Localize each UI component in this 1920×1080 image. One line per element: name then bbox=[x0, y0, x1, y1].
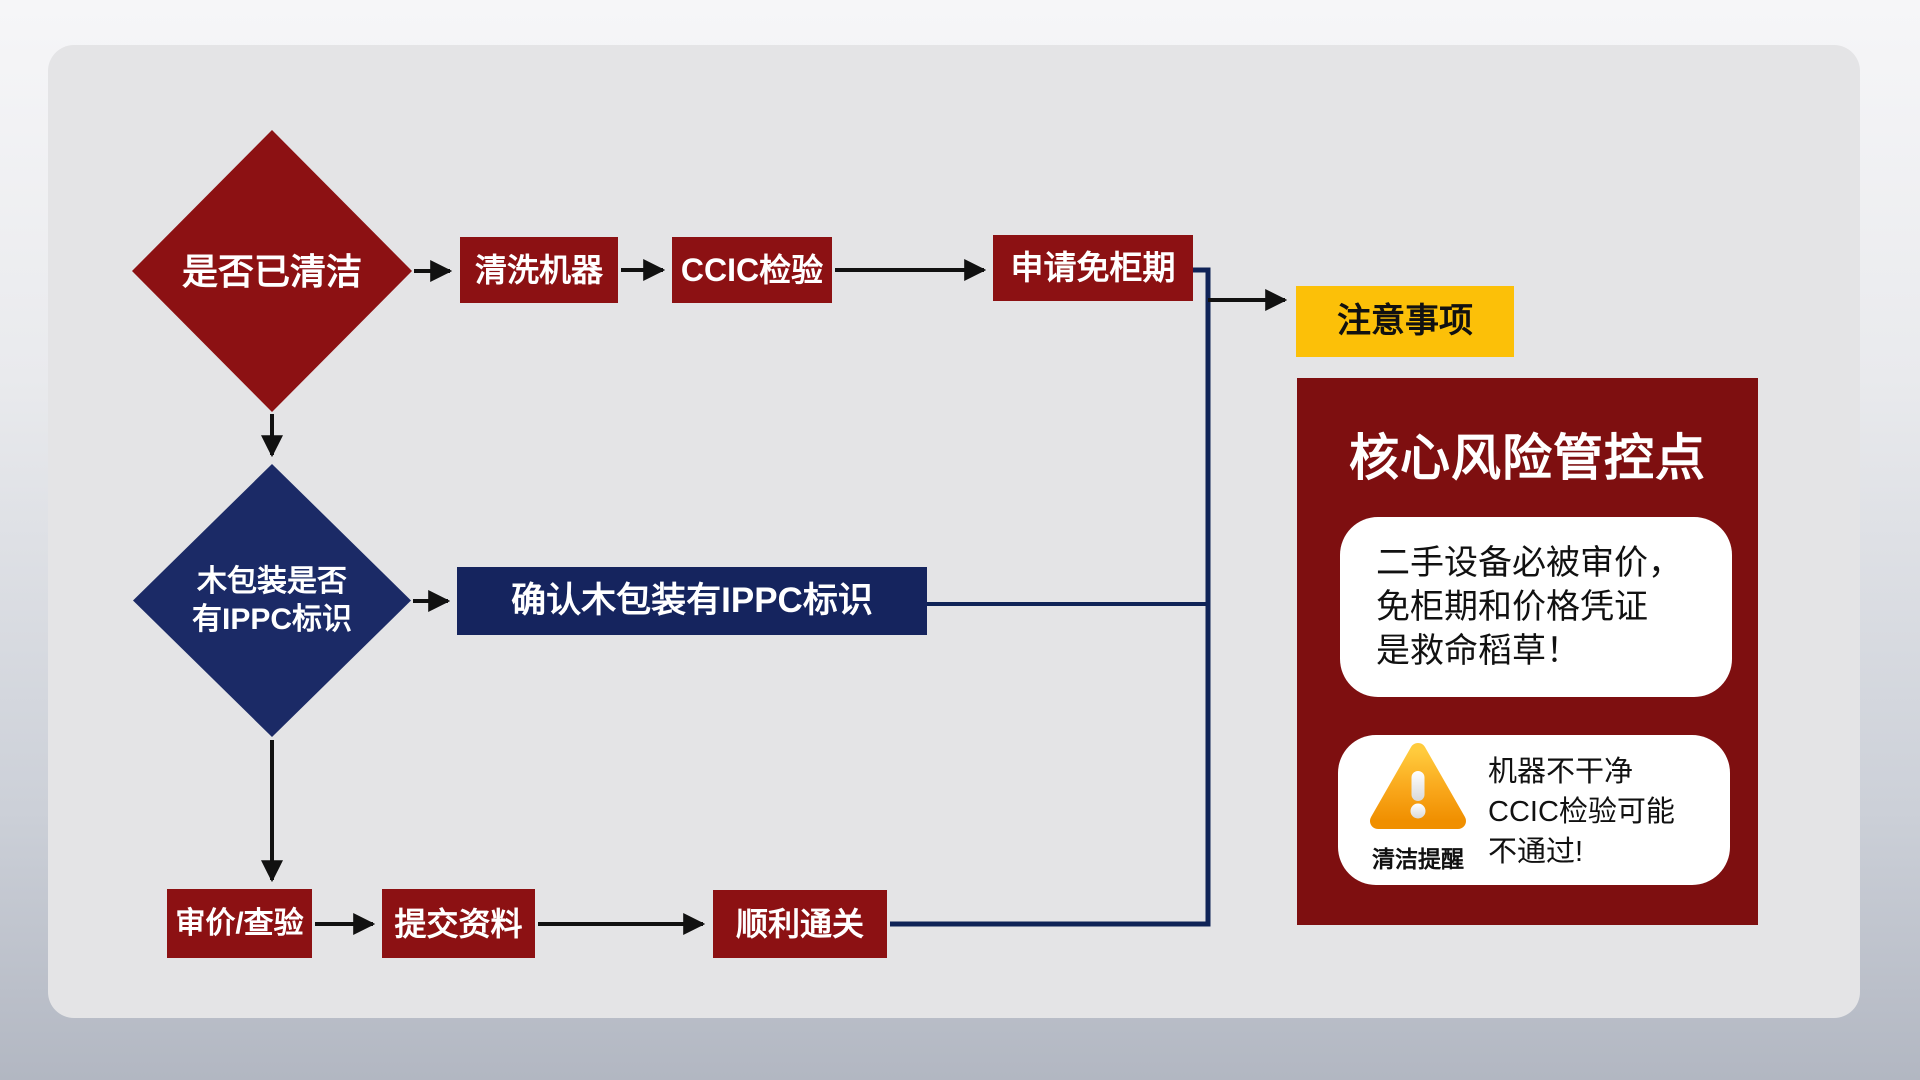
process-price-review-label: 审价/查验 bbox=[175, 906, 304, 940]
risk-card-price-line3: 是救命稻草！ bbox=[1376, 632, 1580, 670]
connector-rail bbox=[890, 267, 1211, 927]
decision-cleaned-label: 是否已清洁 bbox=[181, 250, 362, 292]
risk-panel-title: 核心风险管控点 bbox=[1349, 430, 1706, 486]
process-clearance-label: 顺利通关 bbox=[735, 906, 864, 942]
decision-diamond-cleaned: 是否已清洁 bbox=[132, 130, 412, 412]
process-confirm-ippc-label: 确认木包装有IPPC标识 bbox=[511, 581, 873, 621]
risk-card-clean-text: 机器不干净 CCIC检验可能 不通过! bbox=[1488, 752, 1675, 872]
risk-panel: 核心风险管控点 二手设备必被审价， 免柜期和价格凭证 是救命稻草！ bbox=[1297, 378, 1758, 925]
decision-ippc-label-line1: 木包装是否 bbox=[197, 565, 347, 598]
flowchart-canvas: 是否已清洁 清洗机器 CCIC检验 申请免柜期 木包装是否 有IPPC标识 确认… bbox=[48, 45, 1860, 1018]
process-box-free-period: 申请免柜期 bbox=[993, 235, 1193, 301]
note-box: 注意事项 bbox=[1296, 286, 1514, 357]
decision-ippc-label-line2: 有IPPC标识 bbox=[191, 602, 353, 636]
process-box-ccic: CCIC检验 bbox=[672, 237, 832, 303]
warning-icon-label: 清洁提醒 bbox=[1372, 846, 1464, 872]
risk-card-price-line1: 二手设备必被审价， bbox=[1376, 544, 1682, 582]
process-box-clearance: 顺利通关 bbox=[713, 890, 887, 958]
process-free-period-label: 申请免柜期 bbox=[1010, 249, 1176, 287]
risk-card-clean-line2: CCIC检验可能 bbox=[1488, 796, 1675, 828]
process-box-price-review: 审价/查验 bbox=[167, 889, 312, 958]
process-ccic-label: CCIC检验 bbox=[680, 252, 824, 288]
warning-icon bbox=[1370, 743, 1466, 829]
risk-card-clean-line3: 不通过! bbox=[1488, 836, 1584, 868]
risk-card-clean-line1: 机器不干净 bbox=[1488, 756, 1634, 788]
risk-card-price-line2: 免柜期和价格凭证 bbox=[1376, 588, 1648, 626]
note-label: 注意事项 bbox=[1337, 302, 1473, 341]
process-box-submit-docs: 提交资料 bbox=[382, 889, 535, 958]
process-box-wash: 清洗机器 bbox=[460, 237, 618, 303]
decision-diamond-ippc: 木包装是否 有IPPC标识 bbox=[133, 464, 411, 737]
process-submit-docs-label: 提交资料 bbox=[394, 905, 523, 942]
risk-card-clean: 清洁提醒 机器不干净 CCIC检验可能 不通过! bbox=[1338, 735, 1730, 885]
risk-card-price: 二手设备必被审价， 免柜期和价格凭证 是救命稻草！ bbox=[1340, 517, 1732, 697]
process-wash-label: 清洗机器 bbox=[474, 252, 603, 288]
process-box-confirm-ippc: 确认木包装有IPPC标识 bbox=[457, 567, 927, 635]
warning-icon-block: 清洁提醒 bbox=[1352, 741, 1484, 874]
